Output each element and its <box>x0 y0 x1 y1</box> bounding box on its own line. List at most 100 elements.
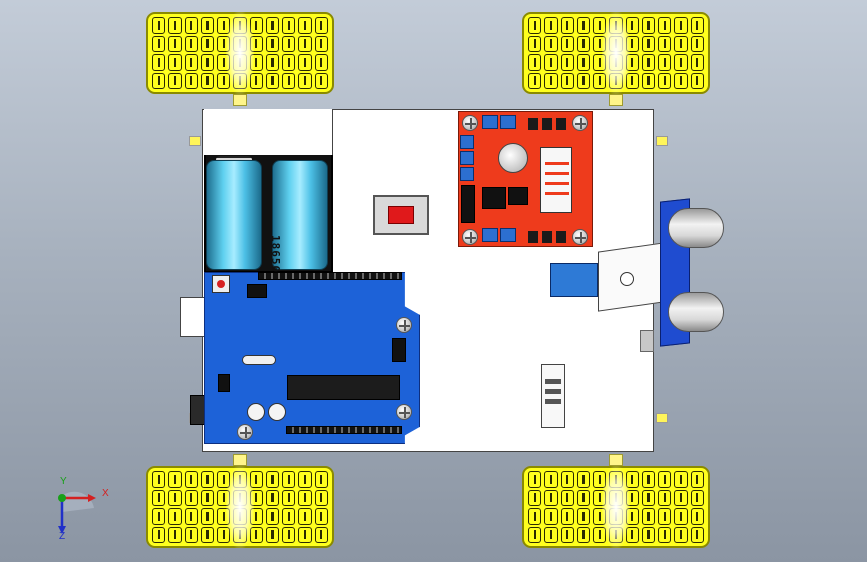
servo-motor[interactable] <box>550 263 598 297</box>
servo-horn <box>620 272 634 286</box>
icsp-header-2 <box>392 338 406 362</box>
battery-cell-right[interactable] <box>272 160 328 270</box>
wheel-tread <box>282 526 296 543</box>
axle-front-right <box>609 94 623 106</box>
wheel-tread <box>625 526 639 543</box>
motor-driver-board[interactable] <box>458 111 593 247</box>
wheel-tread <box>674 526 688 543</box>
wheel-tread <box>690 35 704 52</box>
wheel-tread <box>658 35 672 52</box>
wheel-tread <box>298 54 312 71</box>
axis-z-label: Z <box>59 531 66 542</box>
wheel-tread <box>184 72 198 89</box>
chassis-tab <box>656 413 668 423</box>
wheel-tread <box>593 489 607 506</box>
wheel-tread <box>528 526 542 543</box>
wheel-tread <box>625 17 639 34</box>
wheel-tread <box>282 35 296 52</box>
wheel-tread <box>217 17 231 34</box>
wheel-tread <box>544 489 558 506</box>
axle-front-left <box>233 94 247 106</box>
wheel-tread <box>217 72 231 89</box>
terminal-block <box>460 167 474 181</box>
wheel-tread <box>152 471 166 488</box>
wheel-tread <box>609 17 623 34</box>
wheel-tread <box>576 17 591 34</box>
wheel-tread <box>544 17 558 34</box>
wheel-tread <box>282 72 296 89</box>
wheel-tread <box>528 471 542 488</box>
wheel-tread <box>641 508 656 525</box>
digital-pin-header <box>258 272 402 280</box>
wheel-tread <box>576 35 591 52</box>
wheel-tread <box>641 526 656 543</box>
wheel-tread <box>152 35 166 52</box>
wheel-tread <box>298 508 312 525</box>
wheel-tread <box>560 17 574 34</box>
wheel-tread <box>528 35 542 52</box>
wheel-tread <box>282 54 296 71</box>
driver-diode <box>508 187 528 205</box>
wheel-tread <box>528 17 542 34</box>
wheel-tread <box>298 471 312 488</box>
wheel-tread <box>298 17 312 34</box>
wheel-tread <box>314 35 328 52</box>
mount-screw <box>237 424 253 440</box>
wheel-tread <box>184 17 198 34</box>
wheel-tread <box>184 508 198 525</box>
wheel-tread <box>233 54 247 71</box>
icsp-header <box>247 284 267 298</box>
wheel-tread <box>641 35 656 52</box>
wheel-tread <box>168 526 182 543</box>
power-switch[interactable] <box>373 195 429 235</box>
wheel-tread <box>217 489 231 506</box>
wheel-tread <box>184 35 198 52</box>
wheel-tread <box>233 72 247 89</box>
wheel-tread <box>265 471 280 488</box>
wheel-tread <box>690 471 704 488</box>
wheel-tread <box>609 72 623 89</box>
mount-screw <box>572 229 588 245</box>
wheel-tread <box>544 54 558 71</box>
wheel-tread <box>217 54 231 71</box>
wheel-tread <box>593 17 607 34</box>
capacitor <box>247 403 265 421</box>
wheel-tread <box>593 72 607 89</box>
jumper-header <box>461 185 475 223</box>
wheel-tread <box>625 35 639 52</box>
wheel-tread <box>528 508 542 525</box>
wheel-tread <box>152 526 166 543</box>
wheel-tread <box>609 54 623 71</box>
wheel-tread <box>314 471 328 488</box>
wheel-tread <box>200 72 215 89</box>
axis-y-label: Y <box>60 476 67 487</box>
wheel-tread <box>168 72 182 89</box>
wheel-tread <box>674 489 688 506</box>
wheel-tread <box>641 17 656 34</box>
mount-screw <box>572 115 588 131</box>
wheel-tread <box>233 35 247 52</box>
wheel-tread <box>690 54 704 71</box>
wheel-tread <box>625 54 639 71</box>
reset-button[interactable] <box>212 275 230 293</box>
battery-cell-left[interactable] <box>206 160 262 270</box>
wheel-rear-right <box>522 466 710 548</box>
wheel-tread <box>168 54 182 71</box>
wheel-tread <box>560 508 574 525</box>
wheel-tread <box>625 489 639 506</box>
terminal-block <box>482 115 498 129</box>
wheel-tread <box>528 72 542 89</box>
wheel-tread <box>690 72 704 89</box>
switch-rocker[interactable] <box>388 206 414 224</box>
wheel-tread <box>560 54 574 71</box>
wheel-tread <box>249 489 263 506</box>
sensor-module[interactable] <box>541 364 565 428</box>
terminal-block <box>500 228 516 242</box>
wheel-tread <box>641 72 656 89</box>
wheel-tread <box>200 35 215 52</box>
wheel-tread <box>314 508 328 525</box>
wheel-tread <box>593 54 607 71</box>
chassis-tab <box>656 136 668 146</box>
arduino-board[interactable] <box>204 272 420 444</box>
wheel-tread <box>674 508 688 525</box>
